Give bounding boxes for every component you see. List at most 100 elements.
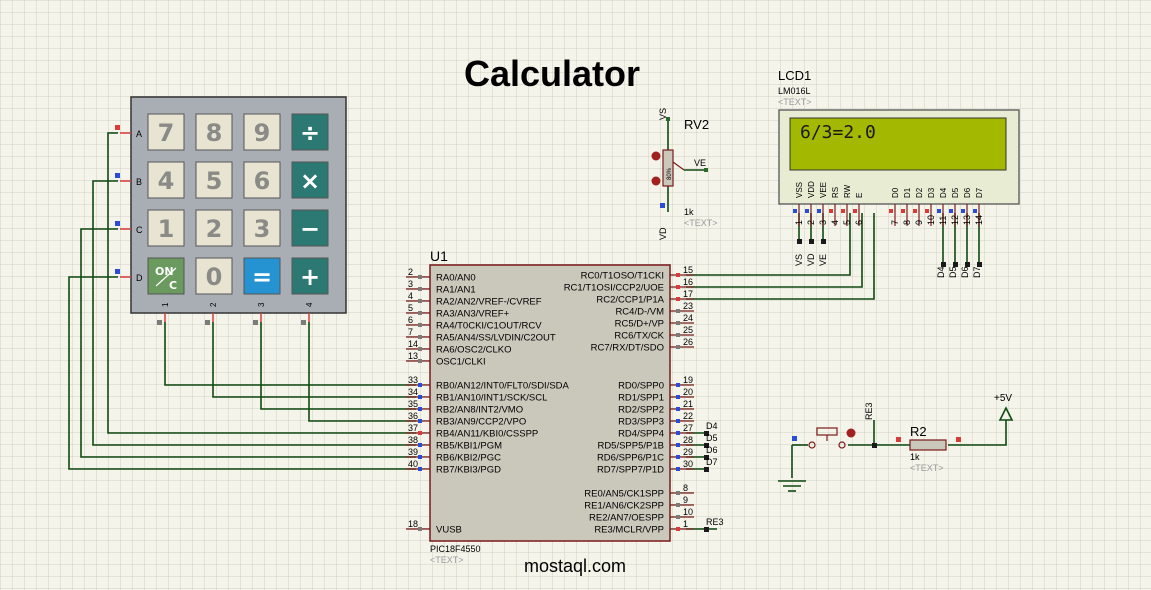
- keypad-key-3-1[interactable]: 0: [195, 257, 233, 295]
- lcd-pin-number: 9: [914, 220, 924, 225]
- keypad-key-1-0[interactable]: 4: [147, 161, 185, 199]
- mcu-pin-number: 25: [683, 325, 693, 335]
- keypad-key-label: 1: [158, 215, 175, 243]
- lcd-pin[interactable]: D07: [889, 187, 900, 226]
- keypad-key-1-2[interactable]: 6: [243, 161, 281, 199]
- keypad-key-2-2[interactable]: 3: [243, 209, 281, 247]
- lcd-pin[interactable]: RS4: [829, 187, 840, 226]
- mcu-pin-number: 2: [408, 267, 413, 277]
- mcu-pin-name: RB1/AN10/INT1/SCK/SCL: [436, 393, 547, 404]
- mcu-pin-number: 5: [408, 303, 413, 313]
- keypad-key-1-1[interactable]: 5: [195, 161, 233, 199]
- reset-button-icon[interactable]: [846, 428, 856, 438]
- mcu-pin-number: 28: [683, 435, 693, 445]
- mcu-pin-name: RC7/RX/DT/SDO: [591, 343, 664, 354]
- pot-arrow-up-icon[interactable]: [651, 151, 661, 161]
- mcu-pin-name: RE0/AN5/CK1SPP: [584, 489, 664, 500]
- pot-arrow-down-icon[interactable]: [651, 176, 661, 186]
- ground-symbol: [778, 480, 806, 492]
- keypad-key-1-3[interactable]: ×: [291, 161, 329, 199]
- wires: [68, 120, 1007, 530]
- mcu-pin-name: RB2/AN8/INT2/VMO: [436, 405, 523, 416]
- keypad-key-2-0[interactable]: 1: [147, 209, 185, 247]
- keypad-key-3-2[interactable]: =: [243, 257, 281, 295]
- mcu-pin-name: RB3/AN9/CCP2/VPO: [436, 417, 526, 428]
- keypad-key-0-2[interactable]: 9: [243, 113, 281, 151]
- mcu-pin-name: RB7/KBI3/PGD: [436, 465, 501, 476]
- mcu-pin-number: 16: [683, 277, 693, 287]
- lcd-pin[interactable]: D18: [901, 187, 912, 226]
- mcu-pin-number: 39: [408, 447, 418, 457]
- keypad-key-2-3[interactable]: −: [291, 209, 329, 247]
- lcd-pin[interactable]: D29: [913, 187, 924, 226]
- keypad-key-0-0[interactable]: 7: [147, 113, 185, 151]
- lcd-pin[interactable]: E6: [853, 193, 864, 226]
- mcu-pin-name: RB5/KBI1/PGM: [436, 441, 502, 452]
- keypad-key-label: 5: [206, 167, 223, 195]
- pic-microcontroller[interactable]: U1 PIC18F4550 <TEXT> 2RA0/AN03RA1/AN14RA…: [406, 248, 724, 565]
- keypad-key-0-3[interactable]: ÷: [291, 113, 329, 151]
- mcu-pin-number: 7: [408, 327, 413, 337]
- keypad-key-2-1[interactable]: 2: [195, 209, 233, 247]
- keypad-key-3-0[interactable]: ONC: [147, 257, 185, 295]
- keypad-key-3-3[interactable]: +: [291, 257, 329, 295]
- lcd-module[interactable]: LCD1 LM016L <TEXT> 6/3=2.0 VSS1VDD2VEE3R…: [778, 68, 1020, 278]
- mcu-left-pins: 2RA0/AN03RA1/AN14RA2/AN2/VREF-/CVREF5RA3…: [406, 267, 570, 536]
- lcd-pin-name: RW: [843, 184, 852, 198]
- mcu-net-label: D4: [706, 421, 718, 431]
- keypad-key-0-1[interactable]: 8: [195, 113, 233, 151]
- keypad-col-label: 4: [305, 302, 314, 307]
- potentiometer-rv2[interactable]: RV2 80% VS VD VE 1k <TEXT>: [651, 108, 718, 240]
- mcu-pin-number: 9: [683, 495, 688, 505]
- reset-circuit[interactable]: RE3 R2 1k <TEXT>: [792, 402, 961, 473]
- lcd-pin-name: D3: [927, 187, 936, 198]
- lcd-pin[interactable]: RW5: [841, 184, 852, 226]
